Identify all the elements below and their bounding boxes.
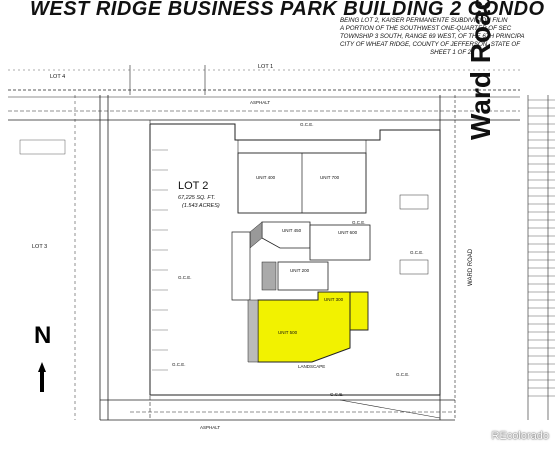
north-arrow: [38, 362, 46, 392]
unit-200-hatch: [261, 261, 277, 291]
gce-label-mid: G.C.E.: [352, 220, 366, 225]
asphalt-label-top: ASPHALT: [250, 100, 271, 105]
unit-400-label: UNIT 400: [256, 175, 276, 180]
unit-200-outline: [277, 261, 329, 291]
unit-450-hatch: [249, 221, 263, 249]
unit-450-outline: [261, 221, 311, 249]
north-label: N: [34, 322, 52, 349]
unit-300-label: UNIT 300: [324, 297, 344, 302]
gce-label-east: G.C.E.: [410, 250, 424, 255]
curve-table: [528, 99, 555, 397]
unit-450-label: UNIT 450: [282, 228, 302, 233]
trash-enclosure: [399, 194, 429, 210]
detention-area: [399, 259, 429, 275]
gce-label-southeast: G.C.E.: [396, 372, 410, 377]
gce-label-top: G.C.E.: [300, 122, 314, 127]
asphalt-label-bottom: ASPHALT: [200, 425, 221, 430]
subtitle-line-3: TOWNSHIP 3 SOUTH, RANGE 69 WEST, OF THE …: [340, 33, 525, 40]
lot-4-label: LOT 4: [50, 74, 66, 80]
unit-500-highlight: [257, 291, 351, 363]
subtitle-line-5: SHEET 1 OF 2: [430, 49, 472, 56]
subtitle-line-2: A PORTION OF THE SOUTHWEST ONE-QUARTER O…: [340, 25, 512, 32]
landscape-label: LANDSCAPE: [298, 364, 326, 369]
lot-2-acres: (1.543 ACRES): [182, 203, 220, 209]
subtitle-line-1: BEING LOT 2, KAISER PERMANENTE SUBDIVISI…: [340, 17, 508, 24]
unit-600-label: UNIT 600: [338, 230, 358, 235]
lot-3-label: LOT 3: [32, 244, 48, 250]
lot-1-label: LOT 1: [258, 64, 274, 70]
lot-2-label: LOT 2: [178, 180, 209, 192]
lot2-boundary: [149, 123, 441, 396]
lot-2-area: 67,225 SQ. FT.: [178, 195, 216, 201]
ward-road-label: Ward Road: [465, 0, 496, 140]
watermark: REcolorado: [491, 430, 549, 442]
gce-label-bottom: G.C.E.: [330, 392, 344, 397]
unit-600-outline: [309, 224, 371, 261]
unit-500-hatch: [247, 299, 259, 363]
unit-500-label: UNIT 500: [278, 330, 298, 335]
page-title: WEST RIDGE BUSINESS PARK BUILDING 2 COND…: [30, 0, 545, 20]
ward-road-small-label: WARD ROAD: [468, 248, 474, 286]
driveway-diagonal: [339, 399, 441, 419]
gce-label-west: G.C.E.: [178, 275, 192, 280]
easement-note-box: [19, 139, 66, 155]
unit-700-label: UNIT 700: [320, 175, 340, 180]
unit-200-label: UNIT 200: [290, 268, 310, 273]
parking-stalls-west: [152, 149, 168, 371]
subtitle-line-4: CITY OF WHEAT RIDGE, COUNTY OF JEFFERSON…: [340, 41, 521, 48]
gce-label-southwest: G.C.E.: [172, 362, 186, 367]
building-left-wing: [231, 231, 251, 301]
